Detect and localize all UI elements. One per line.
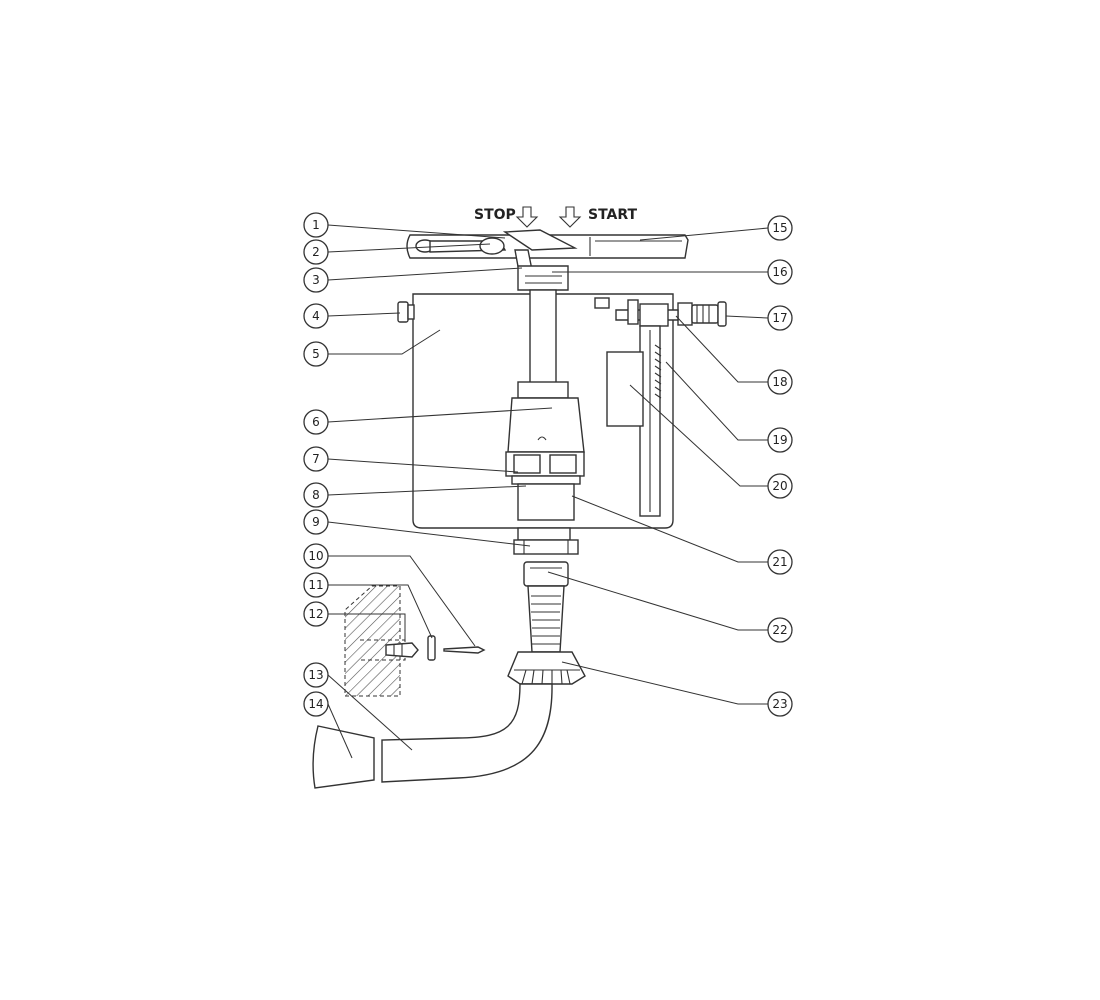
callout-12: 12 [303,601,329,627]
outlet-base-nut [513,527,579,555]
fixing-screw-set [385,635,486,661]
callout-8-label: 8 [312,488,320,502]
flexible-outlet-pipe [507,561,586,685]
start-label: START [588,207,638,223]
callout-14: 14 [303,691,329,717]
callout-6-label: 6 [312,415,320,429]
callout-4-label: 4 [312,309,320,323]
callout-23: 23 [767,691,793,717]
callout-20-label: 20 [772,479,787,493]
overflow-top-connector [517,265,569,291]
callout-9-label: 9 [312,515,320,529]
callout-14-label: 14 [308,697,323,711]
fill-valve-assembly [594,297,679,517]
callout-23-label: 23 [772,697,787,711]
callout-21: 21 [767,549,793,575]
stop-arrow-icon [515,206,539,228]
tank-fixing-plug-left [397,301,415,323]
callout-17-label: 17 [772,311,787,325]
flush-direction-header: STOP START [474,206,638,228]
wall-section [344,585,406,697]
callout-17: 17 [767,305,793,331]
callout-21-label: 21 [772,555,787,569]
callout-13-label: 13 [308,668,323,682]
stop-label: STOP [474,207,516,223]
callout-16-label: 16 [772,265,787,279]
callout-18: 18 [767,369,793,395]
callout-11: 11 [303,572,329,598]
callout-11-label: 11 [308,578,323,592]
callout-1-label: 1 [312,218,320,232]
callout-7-label: 7 [312,452,320,466]
callout-19: 19 [767,427,793,453]
callout-3: 3 [303,267,329,293]
callout-20: 20 [767,473,793,499]
callout-15-label: 15 [772,221,787,235]
callout-2-label: 2 [312,245,320,259]
callout-22: 22 [767,617,793,643]
callout-4: 4 [303,303,329,329]
callout-1: 1 [303,212,329,238]
callout-12-label: 12 [308,607,323,621]
callout-8: 8 [303,482,329,508]
callout-2: 2 [303,239,329,265]
callout-5-label: 5 [312,347,320,361]
callout-5: 5 [303,341,329,367]
callout-10-label: 10 [308,549,323,563]
cone-seal [312,725,375,789]
leader-lines [327,224,769,759]
water-inlet-connector [677,301,727,327]
callout-6: 6 [303,409,329,435]
flush-valve-assembly [505,289,585,521]
callout-15: 15 [767,215,793,241]
curved-outlet-tube [381,683,553,783]
start-arrow-icon [558,206,582,228]
callout-22-label: 22 [772,623,787,637]
callout-18-label: 18 [772,375,787,389]
callout-16: 16 [767,259,793,285]
callout-9: 9 [303,509,329,535]
callout-19-label: 19 [772,433,787,447]
callout-13: 13 [303,662,329,688]
callout-3-label: 3 [312,273,320,287]
callout-10: 10 [303,543,329,569]
callout-7: 7 [303,446,329,472]
